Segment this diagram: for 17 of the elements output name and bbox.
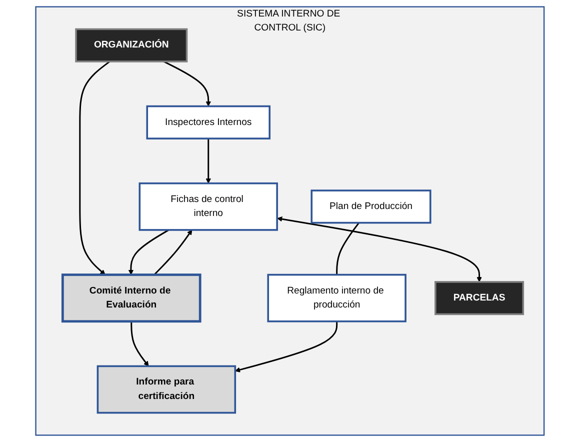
node-box: PARCELAS [434,281,524,316]
arrow [234,321,338,372]
arrow [128,229,170,276]
arrow [277,216,482,282]
node-box: Comité Interno de Evaluación [62,274,202,323]
arrow [154,230,192,276]
node-box: Inspectores Internos [146,105,271,140]
arrow [163,60,212,107]
node-box: Reglamento interno de producción [267,274,407,322]
connector [336,222,360,275]
node-box: Informe para certificación [96,365,236,414]
arrow [130,321,149,366]
arrow [206,138,212,184]
node-box: Plan de Producción [310,190,432,224]
arrow [79,60,110,276]
node-box: ORGANIZACIÓN [75,28,188,62]
node-box: Fichas de control interno [138,182,278,231]
